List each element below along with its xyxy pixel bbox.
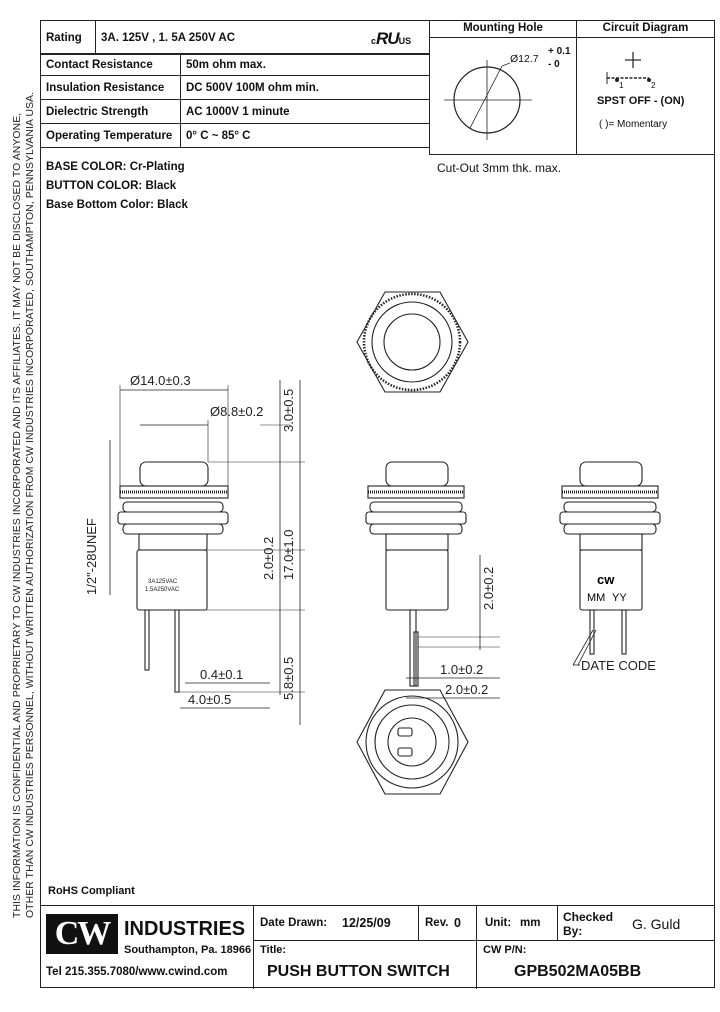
rev-label: Rev. [425,917,449,929]
dim-terminal-w2: 2.0±0.2 [445,682,488,697]
mounting-hole-tol-minus: - 0 [548,59,560,70]
spec-label-rating: Rating [40,20,96,55]
circuit-pin-2: 2 [651,81,656,90]
spec-label-temperature: Operating Temperature [40,123,181,148]
ul-mark-icon: cRUUS [371,29,412,48]
body-marking-2: 1.5A250VAC [145,587,180,593]
mechanical-drawing: Ø14.0±0.3 Ø8.8±0.2 1/2"-28UNEF 3.0±0.5 1… [84,291,661,795]
company-name: INDUSTRIES [124,918,246,940]
color-notes: BASE COLOR: Cr-Plating BUTTON COLOR: Bla… [46,158,188,215]
dim-thread: 1/2"-28UNEF [84,518,99,595]
dim-date-code: DATE CODE [581,658,656,673]
dim-outer-diameter: Ø14.0±0.3 [130,373,191,388]
note-base-bottom-color: Base Bottom Color: Black [46,199,188,211]
company-address: Southampton, Pa. 18966 [124,944,252,956]
pn-label: CW P/N: [483,944,527,956]
mounting-hole-drawing [444,60,532,140]
side1-body [136,549,208,611]
title-label: Title: [260,944,287,956]
dim-terminal-height: 5.8±0.5 [281,657,296,700]
spec-value-contact: 50m ohm max. [180,53,430,76]
title-block: CW INDUSTRIES Southampton, Pa. 18966 Tel… [40,905,715,989]
spec-value-temperature: 0° C ~ 85° C [180,123,430,148]
spec-label-dielectric: Dielectric Strength [40,99,181,124]
pn-value: GPB502MA05BB [514,963,642,980]
body-date-yy: YY [612,592,627,604]
unit-label: Unit: [485,917,512,929]
cutout-note: Cut-Out 3mm thk. max. [437,161,562,175]
spec-label-insulation: Insulation Resistance [40,75,181,100]
top-view-hex-nut [356,291,469,393]
spec-value-dielectric: AC 1000V 1 minute [180,99,430,124]
dim-collar-height: 2.0±0.2 [261,537,276,580]
date-value: 12/25/09 [342,916,391,930]
side-text-line-1: THIS INFORMATION IS CONFIDENTIAL AND PRO… [12,112,23,918]
mounting-hole-title: Mounting Hole [430,21,576,38]
side1-button [139,461,209,487]
spec-value-rating: 3A. 125V , 1. 5A 250V AC [101,31,236,44]
note-button-color: BUTTON COLOR: Black [46,180,177,192]
title-value: PUSH BUTTON SWITCH [267,963,450,980]
rev-value: 0 [454,916,461,930]
mounting-hole-box: Mounting Hole Ø12.7 + 0.1 - 0 [429,20,577,155]
checked-value: G. Guld [632,916,681,932]
company-contact: Tel 215.355.7080/www.cwind.com [46,966,228,978]
side-text-line-2: OTHER THAN CW INDUSTRIES PERSONNEL, WITH… [25,91,36,918]
dim-inner-diameter: Ø8.8±0.2 [210,404,263,419]
circuit-diagram-title: Circuit Diagram [577,21,714,38]
switch-symbol-icon [606,52,651,84]
dim-terminal-hole: 2.0±0.2 [481,567,496,610]
mounting-hole-diameter: Ø12.7 [510,53,539,65]
checked-label: Checked [563,910,614,924]
dim-body-height: 17.0±1.0 [281,529,296,580]
dim-button-height: 3.0±0.5 [281,389,296,432]
circuit-legend: ( )= Momentary [599,119,668,130]
note-base-color: BASE COLOR: Cr-Plating [46,161,185,173]
dim-terminal-w1: 1.0±0.2 [440,662,483,677]
unit-value: mm [520,917,541,929]
circuit-diagram-box: Circuit Diagram 1 2 SPST OFF - (ON) ( )=… [576,20,715,155]
date-label: Date Drawn: [260,917,328,929]
mounting-hole-tol-plus: + 0.1 [548,46,571,57]
dim-terminal-width: 0.4±0.1 [200,667,243,682]
company-logo: CW [46,914,118,954]
spec-value-insulation: DC 500V 100M ohm min. [180,75,430,100]
body-logo: cw [597,572,615,587]
body-date-mm: MM [587,592,605,604]
rohs-note: RoHS Compliant [48,885,135,897]
body-marking-1: 3A125VAC [148,579,178,585]
dim-pitch: 4.0±0.5 [188,692,231,707]
circuit-type: SPST OFF - (ON) [597,95,685,107]
circuit-pin-1: 1 [619,81,624,90]
checked-by-label: By: [563,924,583,938]
side-confidentiality-text: THIS INFORMATION IS CONFIDENTIAL AND PRO… [0,0,44,1012]
spec-table: Rating 3A. 125V , 1. 5A 250V AC cRUUS [40,20,430,55]
spec-label-contact: Contact Resistance [40,53,181,76]
